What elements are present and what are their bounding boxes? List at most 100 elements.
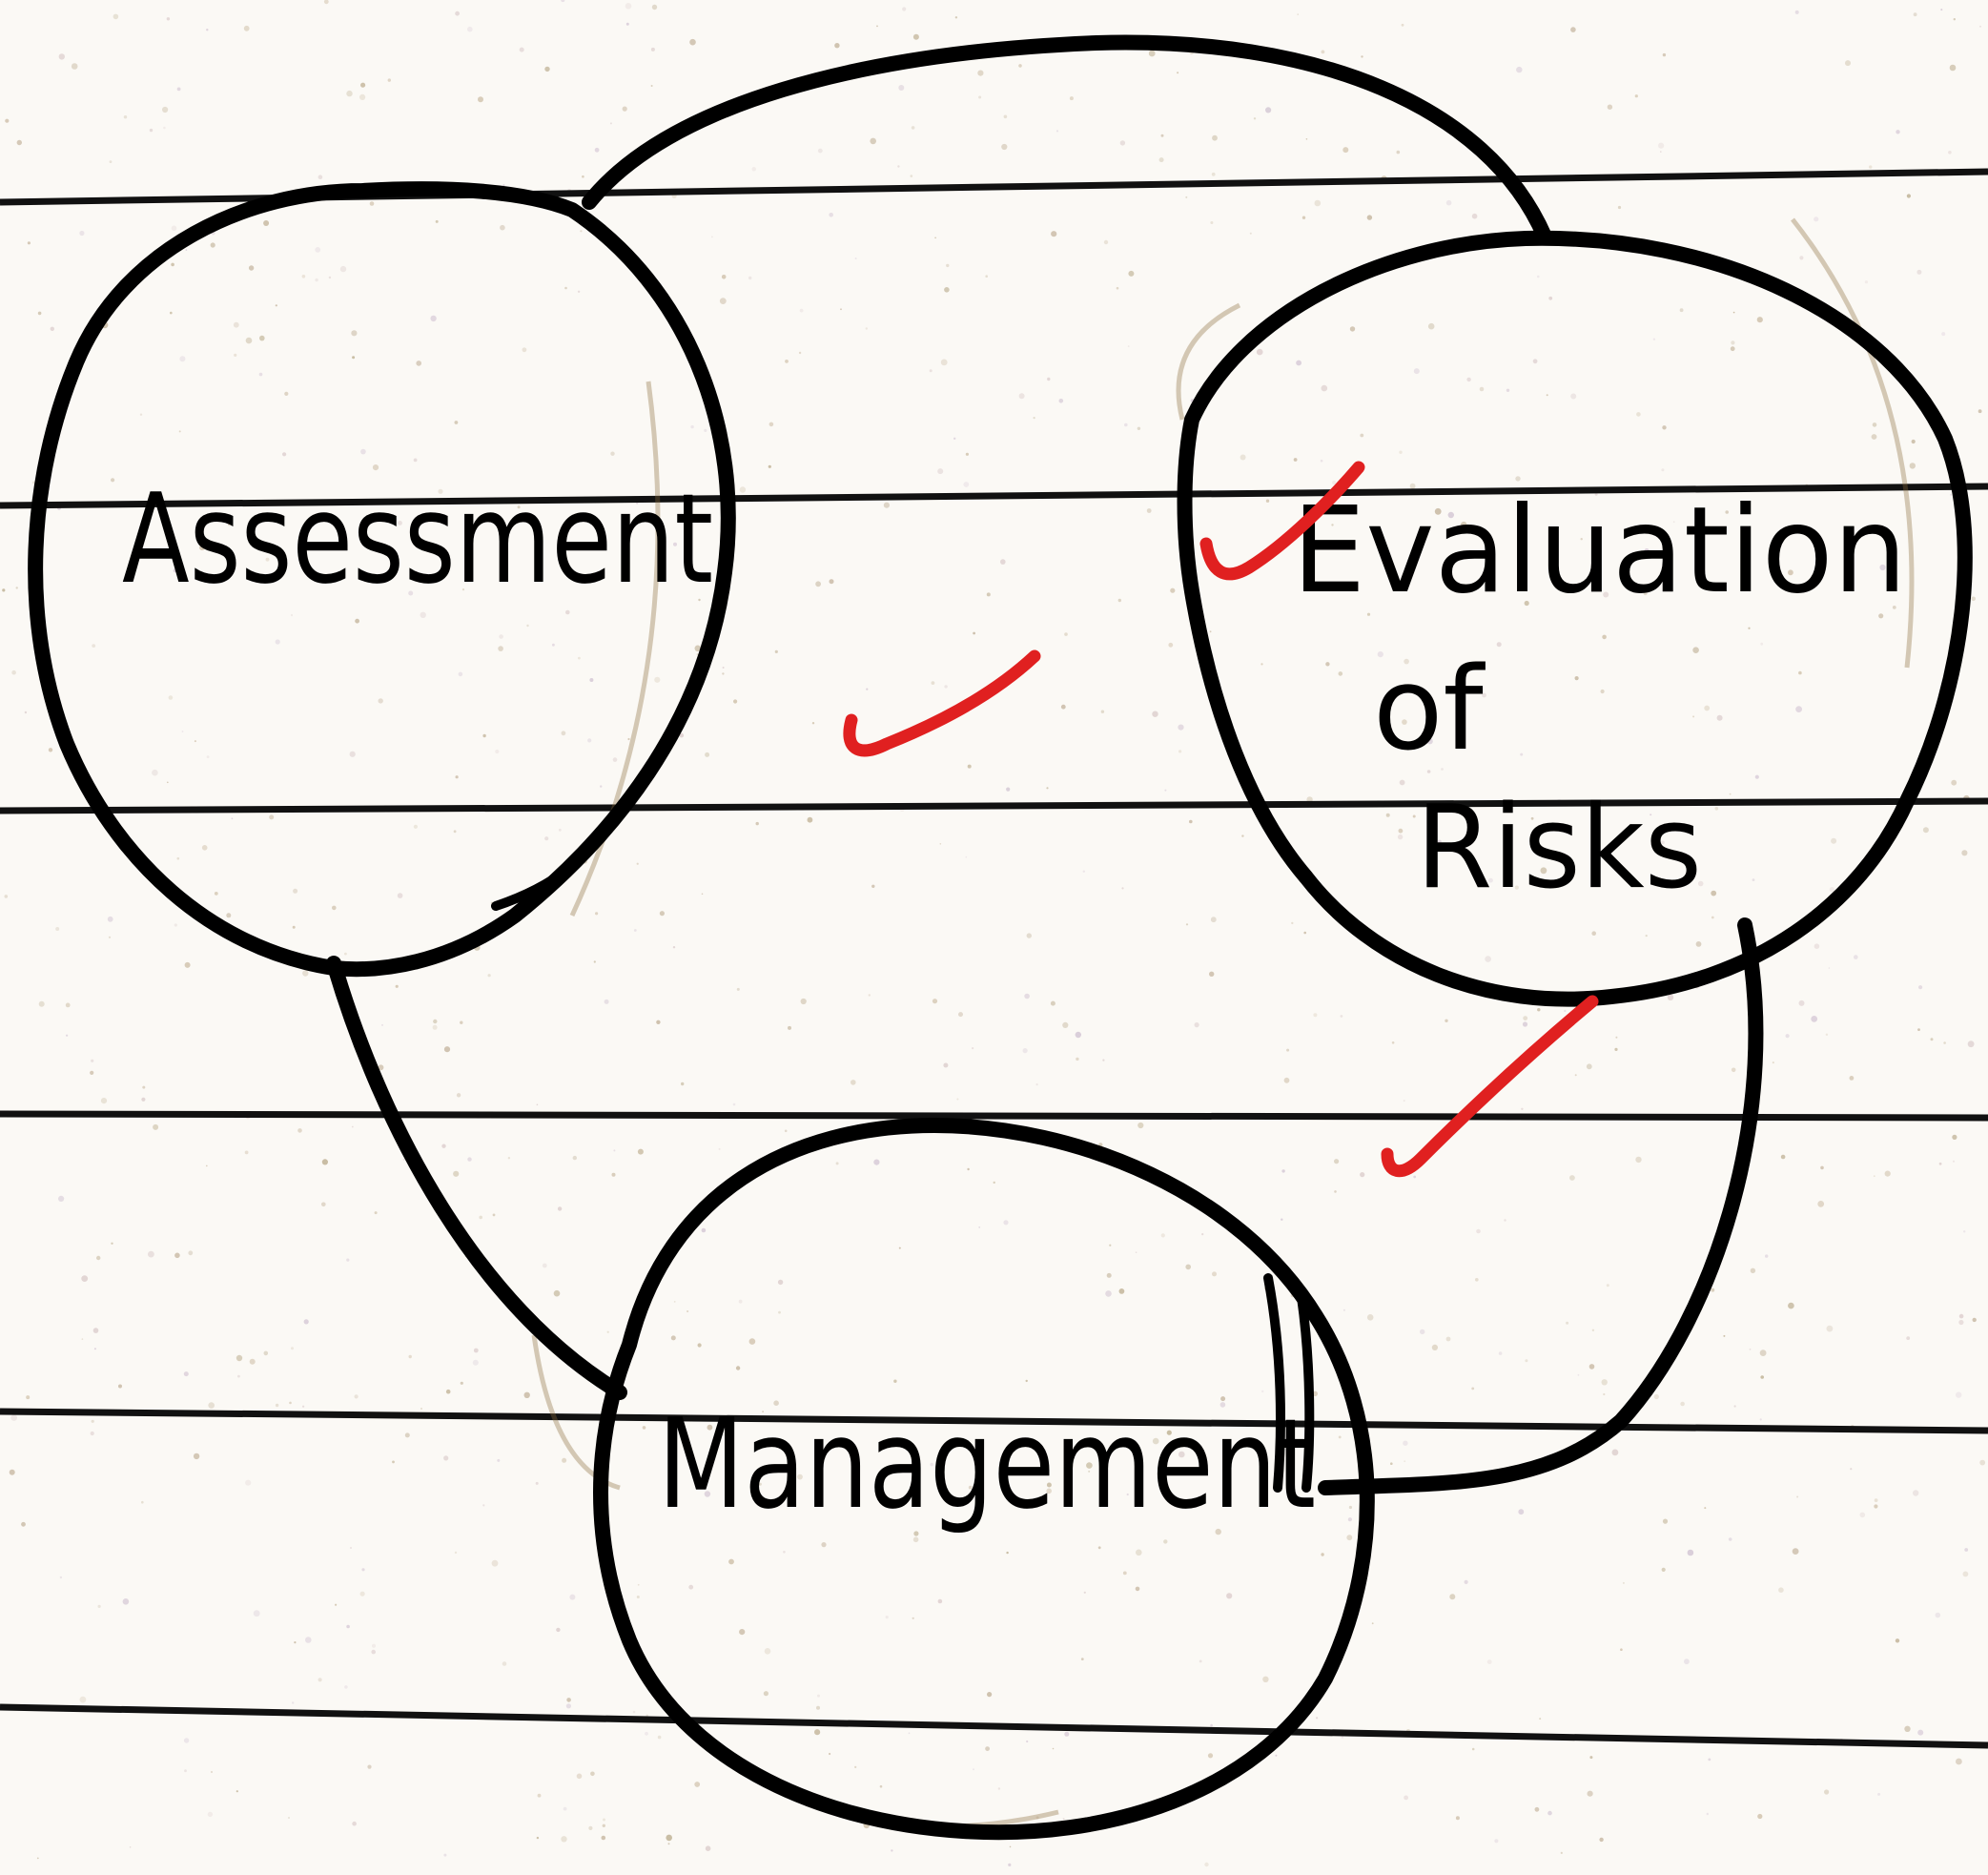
paper-speckle: [166, 17, 171, 21]
paper-speckle: [1979, 25, 1981, 28]
paper-speckle: [965, 452, 970, 456]
paper-speckle: [10, 1414, 17, 1421]
paper-speckle: [773, 1400, 779, 1406]
paper-speckle: [479, 1215, 483, 1220]
paper-speckle: [491, 1559, 499, 1567]
paper-speckle: [1524, 600, 1529, 607]
paper-speckle: [1872, 422, 1877, 427]
paper-speckle: [566, 1698, 571, 1702]
paper-speckle: [65, 1002, 71, 1008]
paper-speckle: [1951, 779, 1957, 786]
paper-speckle: [371, 1649, 377, 1655]
paper-speckle: [681, 1082, 685, 1086]
paper-speckle: [1261, 1390, 1264, 1393]
paper-speckle: [1303, 931, 1306, 935]
paper-speckle: [1859, 1512, 1866, 1518]
paper-speckle: [1135, 1251, 1137, 1253]
paper-speckle: [967, 1167, 970, 1171]
paper-speckle: [233, 321, 239, 328]
paper-speckle: [1249, 232, 1252, 235]
paper-speckle: [797, 1473, 803, 1480]
paper-speckle: [174, 1252, 180, 1259]
paper-speckle: [1532, 359, 1538, 364]
paper-speckle: [561, 0, 565, 3]
paper-speckle: [1765, 1254, 1769, 1258]
paper-speckle: [774, 649, 778, 654]
paper-speckle: [458, 671, 463, 677]
paper-speckle: [1426, 738, 1433, 745]
paper-speckle: [1413, 368, 1420, 375]
paper-speckle: [1537, 1008, 1541, 1012]
paper-speckle: [1661, 468, 1665, 472]
paper-speckle: [1570, 393, 1577, 400]
paper-speckle: [344, 1685, 348, 1689]
paper-speckle: [1831, 837, 1837, 844]
paper-speckle: [1212, 1271, 1217, 1277]
paper-speckle: [697, 1343, 702, 1348]
paper-speckle: [912, 1617, 914, 1619]
paper-speckle: [544, 836, 549, 841]
paper-speckle: [1566, 1321, 1569, 1325]
paper-speckle: [912, 1536, 919, 1543]
paper-speckle: [898, 85, 905, 91]
paper-speckle: [1128, 270, 1135, 277]
paper-speckle: [359, 93, 366, 100]
paper-speckle: [1716, 714, 1723, 721]
paper-speckle: [71, 63, 78, 70]
paper-speckle: [1485, 956, 1491, 962]
paper-speckle: [1569, 1175, 1575, 1181]
paper-speckle: [613, 1149, 616, 1152]
paper-speckle: [48, 748, 53, 752]
paper-speckle: [625, 22, 629, 26]
paper-speckle: [1210, 1723, 1213, 1727]
paper-speckle: [544, 66, 550, 72]
paper-speckle: [561, 731, 566, 736]
check-marks: [843, 461, 1599, 1178]
paper-speckle: [965, 855, 968, 858]
paper-speckle: [50, 326, 54, 331]
paper-speckle: [1757, 1813, 1763, 1820]
paper-speckle: [1574, 676, 1579, 681]
paper-speckle: [1102, 1059, 1105, 1061]
paper-speckle: [736, 987, 740, 991]
rule-line-4: [0, 1110, 1988, 1122]
paper-speckle: [673, 542, 677, 546]
paper-speckle: [1371, 1622, 1374, 1625]
paper-speckle: [335, 1603, 338, 1606]
paper-speckle: [37, 311, 42, 316]
paper-speckle: [556, 1627, 561, 1633]
node-evaluation-of-risks: Evaluation of Risks: [1177, 230, 1973, 1007]
paper-speckle: [1523, 1016, 1528, 1020]
paper-speckle: [1953, 1160, 1955, 1163]
paper-speckle: [696, 653, 699, 656]
paper-speckle: [645, 1731, 648, 1736]
paper-speckle: [1178, 750, 1182, 753]
paper-speckle: [873, 1159, 880, 1165]
paper-speckle: [817, 1694, 820, 1698]
paper-speckle: [1978, 409, 1982, 414]
paper-speckle: [785, 360, 789, 363]
paper-speckle: [301, 275, 306, 278]
paper-speckle: [11, 670, 16, 675]
check-mark-2: [843, 649, 1041, 757]
paper-speckle: [1748, 627, 1751, 629]
paper-speckle: [38, 1000, 45, 1007]
paper-speckle: [453, 830, 457, 834]
paper-speckle: [1692, 715, 1695, 718]
paper-speckle: [1645, 935, 1648, 938]
paper-speckle: [1075, 1031, 1082, 1039]
paper-speckle: [1917, 1028, 1920, 1031]
paper-speckle: [1449, 1594, 1456, 1600]
paper-speckle: [210, 242, 215, 248]
paper-speckle: [1060, 704, 1066, 710]
paper-speckle: [1137, 1122, 1144, 1129]
paper-speckle: [929, 369, 933, 373]
paper-speckle: [1909, 463, 1916, 469]
paper-speckle: [604, 999, 609, 1004]
paper-speckle: [1046, 1482, 1052, 1488]
paper-speckle: [59, 1576, 63, 1579]
paper-speckle: [893, 1379, 897, 1383]
paper-speckle: [416, 361, 422, 366]
paper-speckle: [372, 464, 379, 471]
paper-speckle: [1482, 692, 1486, 698]
